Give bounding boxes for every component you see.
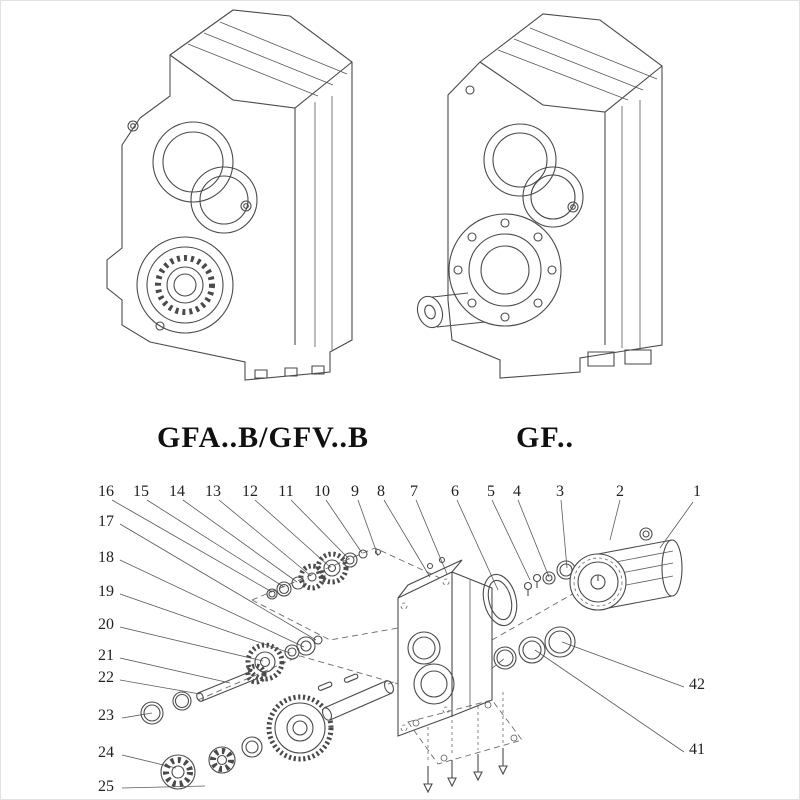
- callout-3: 3: [556, 483, 564, 500]
- callout-14: 14: [169, 483, 185, 500]
- output-shaft: [318, 674, 395, 722]
- retaining-rings: [494, 627, 575, 669]
- gearbox-drawing-gf: [413, 14, 662, 378]
- callout-19: 19: [98, 583, 114, 600]
- callout-25: 25: [98, 778, 114, 795]
- caption-gf: GF..: [516, 421, 574, 454]
- cover-bolts: [424, 748, 507, 792]
- snap-rings: [141, 692, 191, 724]
- callout-9: 9: [351, 483, 359, 500]
- output-bearings: [161, 737, 262, 789]
- gasket-and-fasteners: [478, 561, 575, 629]
- output-gear: [269, 697, 331, 759]
- callout-21: 21: [98, 647, 114, 664]
- callout-1: 1: [693, 483, 701, 500]
- intermediate-gear-set: [248, 636, 322, 679]
- callout-5: 5: [487, 483, 495, 500]
- callout-17: 17: [98, 513, 114, 530]
- callout-18: 18: [98, 549, 114, 566]
- callout-13: 13: [205, 483, 221, 500]
- callout-10: 10: [314, 483, 330, 500]
- bottom-cover-gasket: [408, 700, 522, 764]
- assembly-axis-lines: [198, 548, 590, 760]
- input-gear-cluster: [267, 550, 381, 600]
- callout-42: 42: [689, 676, 705, 693]
- caption-gfab: GFA..B/GFV..B: [157, 421, 369, 454]
- callout-22: 22: [98, 669, 114, 686]
- callout-2: 2: [616, 483, 624, 500]
- exploded-view: [112, 500, 693, 792]
- callout-12: 12: [242, 483, 258, 500]
- output-shaft-stub: [413, 293, 485, 331]
- callout-24: 24: [98, 744, 114, 761]
- callout-4: 4: [513, 483, 521, 500]
- housing-exploded: [398, 558, 492, 737]
- motor-assembly: [570, 528, 682, 610]
- callout-7: 7: [410, 483, 418, 500]
- callout-20: 20: [98, 616, 114, 633]
- callout-6: 6: [451, 483, 459, 500]
- gearbox-drawing-gfab: [107, 10, 352, 380]
- callout-8: 8: [377, 483, 385, 500]
- callout-41: 41: [689, 741, 705, 758]
- callout-16: 16: [98, 483, 114, 500]
- callout-23: 23: [98, 707, 114, 724]
- input-pinion-shaft: [196, 666, 264, 702]
- leader-lines: [112, 500, 693, 788]
- callout-15: 15: [133, 483, 149, 500]
- callout-11: 11: [278, 483, 294, 500]
